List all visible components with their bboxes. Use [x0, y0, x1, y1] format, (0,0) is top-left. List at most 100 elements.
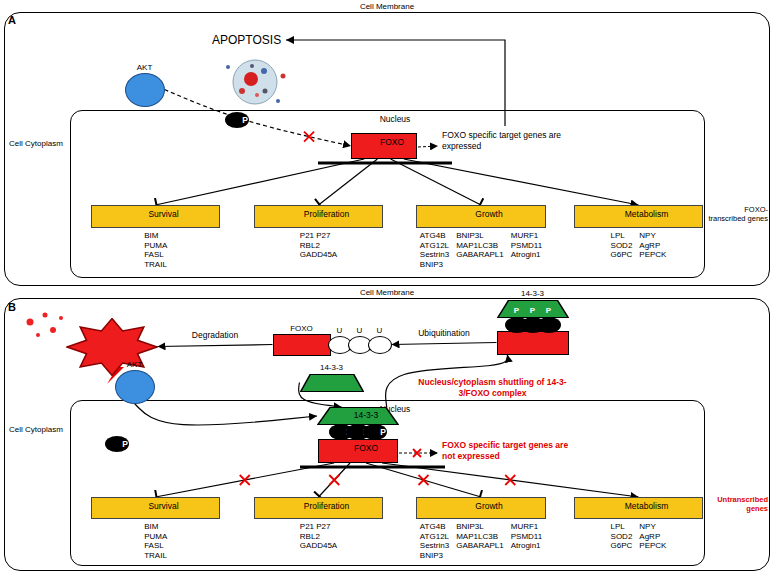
- node-label: 14-3-3: [325, 411, 407, 420]
- fragment: [255, 93, 259, 97]
- gene-list: ATG4B ATG12L Sestrin3 BNIP3: [420, 522, 449, 560]
- gene-list: LPL SOD2 G6PC: [611, 522, 633, 551]
- node-label: U: [329, 326, 351, 335]
- node-label: FOXO: [327, 444, 405, 453]
- gene-list: ATG4B ATG12L Sestrin3 BNIP3: [420, 231, 449, 269]
- panel-letter: B: [8, 301, 16, 315]
- fragment: [281, 74, 286, 79]
- fragment: [59, 316, 63, 320]
- fragment: [261, 68, 267, 74]
- gene-category-box: GrowthATG4B ATG12L Sestrin3 BNIP3BNIP3L …: [416, 205, 546, 228]
- gene-lists: LPL SOD2 G6PC NPY AgRP PEPCK: [565, 231, 712, 260]
- node-label: P: [371, 428, 395, 437]
- cell-membrane: Cell MembraneCell CytoplasmAKTNucleusPFO…: [4, 12, 770, 286]
- akt-kinase: AKT: [125, 73, 165, 107]
- connector: [382, 463, 639, 497]
- node-label: Growth: [425, 502, 553, 511]
- block-mark: [505, 475, 515, 485]
- node-label: Survival: [100, 210, 227, 219]
- node-label: Metabolism: [583, 502, 710, 511]
- connector: [391, 159, 481, 205]
- node-label: U: [369, 326, 391, 335]
- node-label: Metabolism: [583, 210, 710, 219]
- phosphate-circle: P: [105, 436, 129, 452]
- group-label: FOXO-transcribed genes: [708, 205, 768, 224]
- node-label: Cell Cytoplasm: [9, 425, 63, 434]
- node-label: FOXO: [274, 324, 330, 333]
- node-label: Nucleus: [79, 115, 712, 124]
- phosphate-circle: P: [363, 424, 387, 440]
- gene-category-box: MetabolismLPL SOD2 G6PCNPY AgRP PEPCK: [574, 205, 703, 228]
- phosphate-circle: P: [225, 112, 249, 128]
- connector: [319, 159, 378, 205]
- gene-lists: ATG4B ATG12L Sestrin3 BNIP3BNIP3L MAP1LC…: [407, 522, 555, 560]
- star-shape: [66, 318, 158, 376]
- star-outline: [66, 318, 156, 375]
- node-label: Cell Cytoplasm: [9, 139, 63, 148]
- edge-label: Degradation: [190, 330, 240, 340]
- fragment: [276, 99, 280, 103]
- node-label: Survival: [100, 502, 227, 511]
- gene-lists: BIM PUMA FASL TRAIL: [82, 522, 229, 560]
- connector: [165, 90, 352, 147]
- node-label: Growth: [425, 210, 553, 219]
- gene-list: NPY AgRP PEPCK: [639, 231, 666, 260]
- node-label: Cell Membrane: [5, 288, 769, 297]
- trapezoid-shape: [300, 374, 364, 392]
- expression-arrow: [418, 146, 438, 147]
- note: Nucleus/cytoplasm shuttling of 14-3-3/FO…: [405, 377, 580, 398]
- node-label: FOXO: [66, 307, 158, 316]
- node-label: P: [521, 306, 545, 315]
- protein-14-3-3: 14-3-3: [300, 374, 364, 392]
- gene-list: BNIP3L MAP1LC3B GABARAPL1: [456, 522, 504, 560]
- phosphate-circle: P: [537, 317, 561, 333]
- gene-list: BIM PUMA FASL TRAIL: [144, 231, 167, 269]
- fragment: [239, 88, 245, 94]
- trapezoid-outline: [497, 300, 568, 317]
- gene-lists: P21 P27 RBL2 GADD45A: [245, 231, 392, 260]
- gene-lists: LPL SOD2 G6PC NPY AgRP PEPCK: [565, 522, 712, 551]
- gene-list: P21 P27 RBL2 GADD45A: [300, 231, 337, 260]
- fragment: [250, 64, 254, 68]
- cell-nucleus: [244, 72, 258, 86]
- fragment: [43, 313, 48, 318]
- edge-label: Ubiquitination: [416, 328, 472, 338]
- gene-lists: ATG4B ATG12L Sestrin3 BNIP3BNIP3L MAP1LC…: [407, 231, 555, 269]
- fragment: [226, 65, 230, 69]
- connector: [156, 159, 365, 205]
- group-label: Untranscribed genes: [708, 495, 768, 514]
- gene-list: LPL SOD2 G6PC: [611, 231, 633, 260]
- node-label: Nucleus: [79, 405, 712, 414]
- foxo-box: FOXO: [318, 439, 398, 463]
- gene-list: NPY AgRP PEPCK: [639, 522, 666, 551]
- connector: [158, 345, 273, 347]
- ubiquitin-circle: U: [368, 336, 392, 354]
- node-label: Proliferation: [263, 502, 390, 511]
- protein-14-3-3: 14-3-3: [317, 407, 399, 425]
- panel-letter: A: [8, 14, 16, 28]
- connector: [319, 463, 351, 497]
- node-label: 14-3-3: [300, 363, 364, 372]
- node-label: U: [349, 326, 371, 335]
- foxo-box: FOXO: [497, 331, 569, 355]
- gene-lists: P21 P27 RBL2 GADD45A: [245, 522, 392, 551]
- block-mark-layer: [240, 132, 516, 485]
- gene-category-box: SurvivalBIM PUMA FASL TRAIL: [91, 497, 220, 519]
- block-mark: [329, 475, 339, 485]
- block-mark: [419, 475, 429, 485]
- connector: [404, 159, 639, 205]
- gene-list: P21 P27 RBL2 GADD45A: [300, 522, 337, 551]
- gene-category-box: MetabolismLPL SOD2 G6PCNPY AgRP PEPCK: [574, 497, 703, 519]
- node-label: Proliferation: [263, 210, 390, 219]
- gene-list: BNIP3L MAP1LC3B GABARAPL1: [456, 231, 504, 269]
- degraded-foxo: FOXO: [66, 318, 158, 376]
- node-label: FOXO: [360, 138, 424, 147]
- node-label: Cell Membrane: [5, 2, 769, 11]
- cell-body: [233, 60, 277, 104]
- gene-category-box: ProliferationP21 P27 RBL2 GADD45A: [254, 205, 383, 228]
- node-label: AKT: [126, 63, 164, 72]
- block-mark: [304, 132, 314, 142]
- fragment: [263, 89, 268, 94]
- gene-category-box: GrowthATG4B ATG12L Sestrin3 BNIP3BNIP3L …: [416, 497, 546, 519]
- akt-kinase: AKT: [115, 370, 155, 404]
